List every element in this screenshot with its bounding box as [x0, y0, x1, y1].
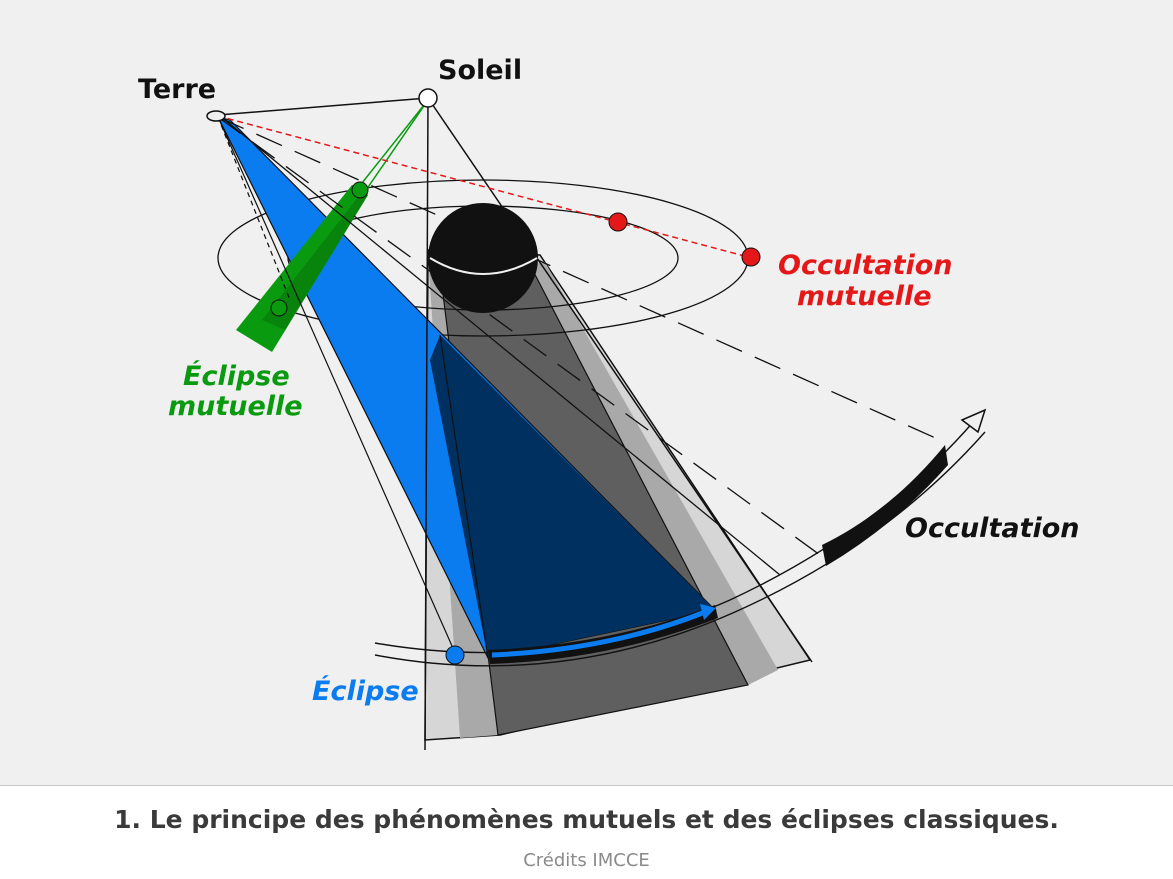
label-terre: Terre — [138, 74, 216, 105]
soleil-right-ray — [427, 97, 813, 663]
satellite-green-inner — [270, 299, 288, 317]
eclipse-blue-arrow — [491, 609, 706, 658]
eclipse-arrow-head — [700, 604, 716, 620]
label-eclipse: Éclipse — [312, 675, 419, 707]
trajectory-arc-inner — [374, 431, 986, 667]
terre-dashed-1 — [217, 116, 291, 301]
label-occultation-mutuelle-1: Occultation — [778, 250, 953, 281]
satellite-blue — [445, 645, 465, 665]
figure-credits: Crédits IMCCE — [523, 850, 650, 871]
label-occultation: Occultation — [905, 513, 1080, 544]
occultation-black-segment — [822, 445, 948, 566]
label-eclipse-mutuelle-2: mutuelle — [168, 391, 303, 422]
planet — [428, 203, 538, 313]
soleil-icon — [418, 88, 438, 108]
eclipse-cone-dark — [430, 335, 715, 658]
diagram-figure: Terre Soleil Occultation mutuelle Éclips… — [0, 0, 1173, 786]
terre-occultation-edge — [224, 119, 781, 576]
satellite-green-outer — [351, 181, 369, 199]
terre-dashed-2 — [217, 116, 941, 441]
figure-caption: 1. Le principe des phénomènes mutuels et… — [114, 805, 1059, 834]
satellite-red-outer — [741, 247, 761, 267]
label-occultation-mutuelle-2: mutuelle — [797, 281, 932, 312]
occultation-red-line — [217, 115, 753, 259]
satellite-red-inner — [608, 212, 628, 232]
mutual-phenomena-diagram: Terre Soleil Occultation mutuelle Éclips… — [138, 55, 1080, 751]
green-ray-1 — [357, 99, 429, 189]
label-soleil: Soleil — [438, 55, 522, 86]
green-ray-2 — [363, 99, 429, 194]
soleil-vertical — [424, 97, 429, 751]
terre-line-1 — [217, 116, 457, 656]
eclipse-cone-divider — [439, 334, 489, 659]
trajectory-arrow-head — [960, 408, 987, 434]
terre-soleil-line — [217, 97, 429, 116]
shadow-penumbra-right — [530, 262, 778, 685]
label-eclipse-mutuelle-1: Éclipse — [183, 360, 290, 392]
planet-highlight — [429, 257, 538, 275]
terre-icon — [206, 110, 226, 122]
